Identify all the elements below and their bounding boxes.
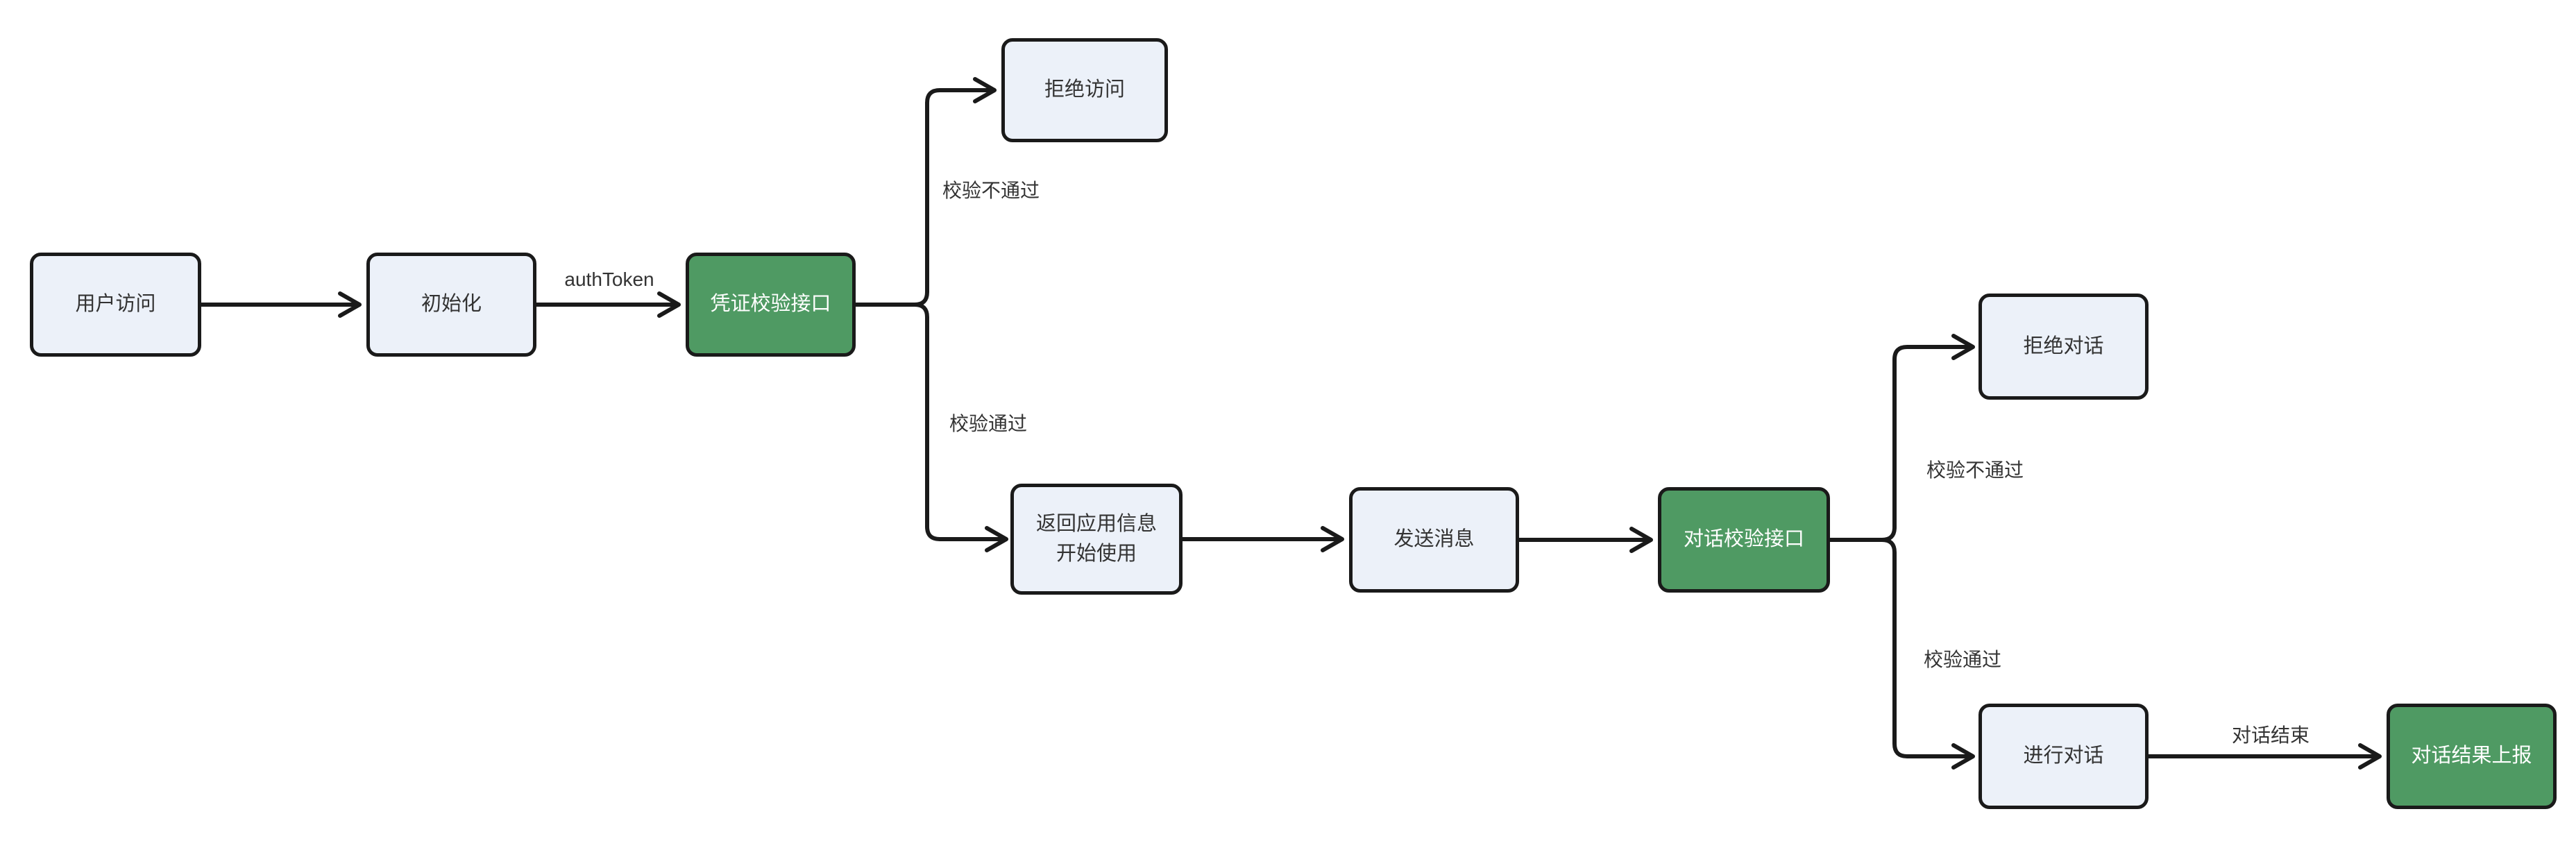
node-init: 初始化 <box>366 253 536 357</box>
node-deny-access-label: 拒绝访问 <box>1044 78 1125 101</box>
node-deny-access: 拒绝访问 <box>1001 38 1168 142</box>
node-report-result: 对话结果上报 <box>2387 704 2557 809</box>
edge-label-credential-fail: 校验不通过 <box>939 176 1043 203</box>
node-user-access-label: 用户访问 <box>75 293 156 316</box>
edge-credential-pass-to-return-app-info <box>913 303 1008 552</box>
node-dialog-check-label: 对话校验接口 <box>1683 528 1804 551</box>
edge-label-credential-pass: 校验通过 <box>946 409 1031 436</box>
node-return-app-info: 返回应用信息 开始使用 <box>1010 484 1183 595</box>
node-user-access: 用户访问 <box>30 253 201 357</box>
node-credential-check-label: 凭证校验接口 <box>710 293 831 316</box>
node-deny-dialog-label: 拒绝对话 <box>2023 334 2104 357</box>
edge-credential-fail-to-deny-access <box>913 77 997 307</box>
edge-label-dialog-end: 对话结束 <box>2228 720 2313 748</box>
node-send-message-label: 发送消息 <box>1393 528 1475 551</box>
node-return-app-info-label: 返回应用信息 开始使用 <box>1035 512 1157 566</box>
edge-label-dialog-pass: 校验通过 <box>1920 645 2005 672</box>
node-report-result-label: 对话结果上报 <box>2411 745 2532 767</box>
node-send-message: 发送消息 <box>1349 487 1519 593</box>
edge-dialog-pass-to-do-dialog <box>1880 538 1975 770</box>
node-dialog-check: 对话校验接口 <box>1658 487 1830 593</box>
node-credential-check: 凭证校验接口 <box>686 253 856 357</box>
node-do-dialog-label: 进行对话 <box>2023 745 2104 767</box>
edge-label-dialog-fail: 校验不通过 <box>1923 455 2027 483</box>
edge-dialog-fail-to-deny-dialog <box>1880 334 1975 542</box>
node-deny-dialog: 拒绝对话 <box>1978 294 2149 400</box>
node-do-dialog: 进行对话 <box>1978 704 2149 809</box>
edge-label-auth-token: authToken <box>561 269 657 291</box>
node-init-label: 初始化 <box>421 293 482 316</box>
